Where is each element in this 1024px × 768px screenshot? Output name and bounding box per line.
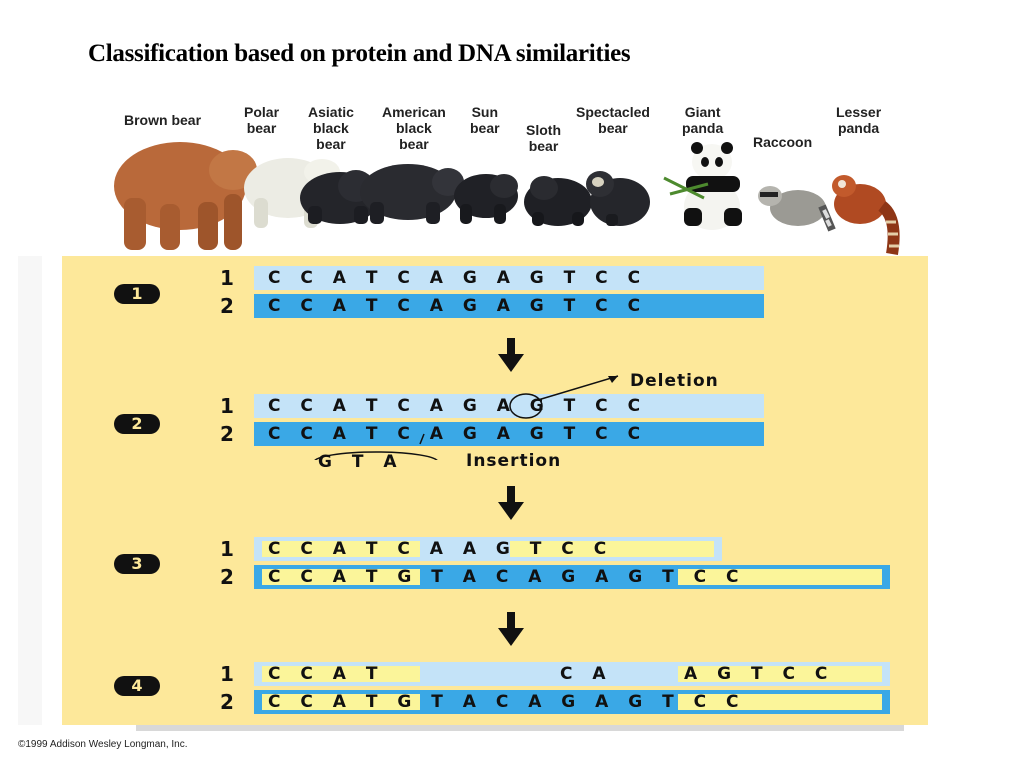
step4-seq2-highlight-a xyxy=(262,694,420,710)
step2-row-label-1: 1 xyxy=(220,394,234,418)
step4-seq1-part-a: C C A T xyxy=(268,664,381,684)
step3-seq2-highlight-a xyxy=(262,569,420,585)
animal-label-giant-panda: Giant panda xyxy=(682,104,724,136)
animal-label-american-black-bear: American black bear xyxy=(382,104,446,152)
step1-row-label-2: 2 xyxy=(220,294,234,318)
spectacled-bear-figure xyxy=(586,171,650,226)
sloth-bear-figure xyxy=(524,176,592,226)
giant-panda-figure xyxy=(663,142,742,230)
step4-row-label-1: 1 xyxy=(220,662,234,686)
animal-label-sloth-bear: Sloth bear xyxy=(526,122,561,154)
step2-seq2: C C A T C A G A G T C C xyxy=(268,424,644,444)
step-badge-1: 1 xyxy=(114,284,160,304)
step2-seq1: C C A T C A G A G T C C xyxy=(268,396,644,416)
step-badge-4: 4 xyxy=(114,676,160,696)
step3-seq2: C C A T G T A C A G A G T C C xyxy=(268,567,742,587)
step3-seq1: C C A T C A A G T C C xyxy=(268,539,610,559)
copyright-notice: ©1999 Addison Wesley Longman, Inc. xyxy=(18,739,188,750)
step1-seq2: C C A T C A G A G T C C xyxy=(268,296,644,316)
animal-label-asiatic-black-bear: Asiatic black bear xyxy=(308,104,354,152)
step-badge-3: 3 xyxy=(114,554,160,574)
animal-label-lesser-panda: Lesser panda xyxy=(836,104,882,136)
step1-seq1-bar xyxy=(254,266,764,290)
step3-seq2-highlight-b xyxy=(678,569,882,585)
insertion-sequence: G T A xyxy=(318,452,400,472)
step2-seq1-bar xyxy=(254,394,764,418)
step3-row-label-1: 1 xyxy=(220,537,234,561)
step3-seq1-highlight-a xyxy=(262,541,420,557)
down-arrow-1 xyxy=(498,338,524,372)
animal-illustration: Brown bear Polar bear Asiatic black bear… xyxy=(108,98,908,258)
white-divider-strip xyxy=(42,256,62,725)
step3-seq1-highlight-b xyxy=(510,541,714,557)
step-badge-2: 2 xyxy=(114,414,160,434)
animal-label-polar-bear: Polar bear xyxy=(244,104,280,136)
down-arrow-3 xyxy=(498,612,524,646)
step1-row-label-1: 1 xyxy=(220,266,234,290)
animal-label-raccoon: Raccoon xyxy=(753,134,813,150)
step4-seq1-part-c: A G T C C xyxy=(684,664,831,684)
step4-seq2-highlight-b xyxy=(678,694,882,710)
step3-row-label-2: 2 xyxy=(220,565,234,589)
slide-title: Classification based on protein and DNA … xyxy=(88,40,631,67)
raccoon-figure xyxy=(758,186,836,232)
sun-bear-figure xyxy=(454,174,518,224)
dna-alignment-panel xyxy=(62,256,928,725)
deletion-insertion-markers xyxy=(314,375,619,460)
lesser-panda-figure xyxy=(832,175,900,255)
animal-label-brown-bear: Brown bear xyxy=(124,112,202,128)
animal-label-spectacled-bear: Spectacled bear xyxy=(576,104,650,136)
american-black-bear-figure xyxy=(360,164,464,224)
step2-seq2-bar xyxy=(254,422,764,446)
step4-seq1-highlight-b xyxy=(678,666,882,682)
brown-bear-figure xyxy=(114,142,257,250)
left-margin-strip xyxy=(18,256,42,725)
step2-row-label-2: 2 xyxy=(220,422,234,446)
step4-seq1-highlight-a xyxy=(262,666,420,682)
panel-shadow xyxy=(136,725,904,731)
step4-seq1-part-b: C A xyxy=(560,664,609,684)
step1-seq1: C C A T C A G A G T C C xyxy=(268,268,644,288)
insertion-label: Insertion xyxy=(466,451,562,471)
step4-seq2: C C A T G T A C A G A G T C C xyxy=(268,692,742,712)
step4-row-label-2: 2 xyxy=(220,690,234,714)
animal-label-sun-bear: Sun bear xyxy=(470,104,500,136)
step1-seq2-bar xyxy=(254,294,764,318)
down-arrow-2 xyxy=(498,486,524,520)
deletion-label: Deletion xyxy=(630,371,719,391)
animals-drawing xyxy=(114,142,900,255)
